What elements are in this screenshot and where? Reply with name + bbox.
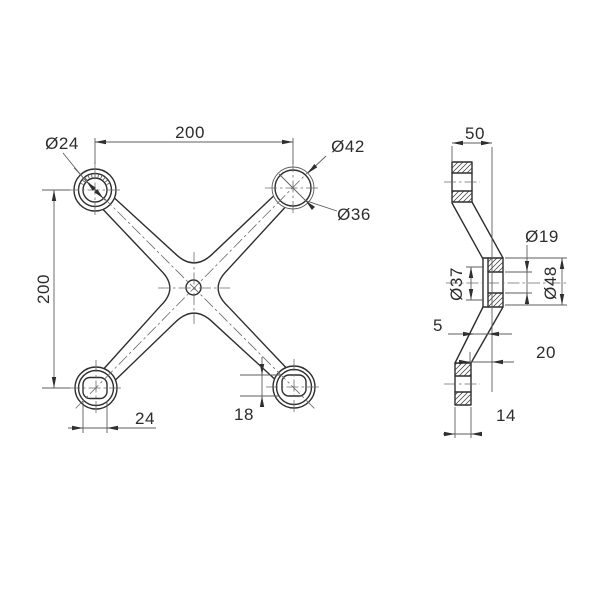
arrowhead-left xyxy=(72,425,83,431)
arrowhead-top xyxy=(259,364,265,375)
dim-dia19: Ø19 xyxy=(505,227,559,305)
hatch-area xyxy=(488,293,503,307)
diagonal-centerline-tr-bl xyxy=(74,165,315,410)
dim-text-200-h: 200 xyxy=(175,123,205,142)
arm-face-line xyxy=(471,201,504,259)
arrowhead-left xyxy=(444,431,455,437)
arrowhead-right xyxy=(492,359,503,365)
dim-dia24: Ø24 xyxy=(45,134,106,201)
dim-text-dia37: Ø37 xyxy=(447,267,466,301)
dim-text-24: 24 xyxy=(135,409,155,428)
arrowhead-lower xyxy=(94,189,104,199)
dim-24-slot-width: 24 xyxy=(68,401,156,433)
dim-dia48: Ø48 xyxy=(505,257,567,306)
dim-text-14: 14 xyxy=(496,406,516,425)
dim-text-50: 50 xyxy=(465,124,485,143)
arrowhead-bottom xyxy=(559,294,565,305)
front-view: 200 200 Ø24 Ø42 Ø36 xyxy=(34,123,371,433)
arrowhead-top xyxy=(524,261,530,272)
arrowhead-right xyxy=(488,331,499,337)
arrowhead-bottom xyxy=(51,377,57,388)
center-hole-circle xyxy=(185,279,202,296)
dim-dia37: Ø37 xyxy=(447,266,484,301)
dim-text-dia19: Ø19 xyxy=(525,227,559,246)
leader-line xyxy=(62,152,85,180)
arrowhead-left xyxy=(463,331,474,337)
center-boss-outline xyxy=(482,257,504,308)
arrowhead xyxy=(305,200,315,210)
diagonal-centerline-tl-br xyxy=(73,167,316,410)
dim-dia42: Ø42 xyxy=(307,137,365,174)
dim-20: 20 xyxy=(459,343,556,366)
arrowhead-right xyxy=(107,425,118,431)
arrowhead-bottom xyxy=(468,289,474,300)
dim-200-vertical: 200 xyxy=(34,189,70,389)
dim-dia36: Ø36 xyxy=(305,200,371,224)
arrowhead-right xyxy=(481,140,492,146)
hatch-area xyxy=(488,258,503,272)
hatch-area xyxy=(452,162,472,173)
arrowhead-bottom xyxy=(524,293,530,304)
arrowhead-left xyxy=(459,359,470,365)
side-view: 50 Ø19 Ø48 Ø37 xyxy=(433,124,568,438)
front-centerlines xyxy=(67,160,322,416)
dim-text-5: 5 xyxy=(433,316,443,335)
hatch-area xyxy=(455,392,471,405)
dim-5: 5 xyxy=(433,316,512,337)
arrowhead-left xyxy=(95,139,106,145)
dim-18-slot-height: 18 xyxy=(234,357,280,424)
arm-face-line xyxy=(451,202,484,260)
dim-200-horizontal: 200 xyxy=(94,123,294,164)
dim-text-200-v: 200 xyxy=(34,274,53,304)
arrowhead-right xyxy=(471,431,482,437)
dim-50: 50 xyxy=(451,124,493,392)
boss-tl-knurl-ticks xyxy=(79,173,111,185)
hatch-area xyxy=(455,363,471,376)
dim-text-18: 18 xyxy=(234,405,254,424)
dim-text-dia36: Ø36 xyxy=(337,205,371,224)
arrowhead-top xyxy=(51,190,57,201)
side-centerlines xyxy=(444,181,568,385)
hatch-area xyxy=(452,191,472,202)
side-upper-arm xyxy=(451,201,504,260)
dim-text-dia48: Ø48 xyxy=(541,266,560,300)
side-center-boss xyxy=(482,257,504,308)
dim-text-20: 20 xyxy=(536,343,556,362)
dim-14: 14 xyxy=(443,406,516,438)
arrowhead-left xyxy=(452,140,463,146)
arm-face-line xyxy=(470,306,504,364)
arrowhead-upper xyxy=(86,181,96,191)
arrowhead-top xyxy=(468,267,474,278)
leader-line xyxy=(305,200,338,212)
dim-text-dia42: Ø42 xyxy=(331,137,365,156)
arrowhead xyxy=(307,164,318,174)
arrowhead-right xyxy=(282,139,293,145)
dim-text-dia24: Ø24 xyxy=(45,134,79,153)
arrowhead-bottom xyxy=(259,396,265,407)
arrowhead-top xyxy=(559,258,565,269)
